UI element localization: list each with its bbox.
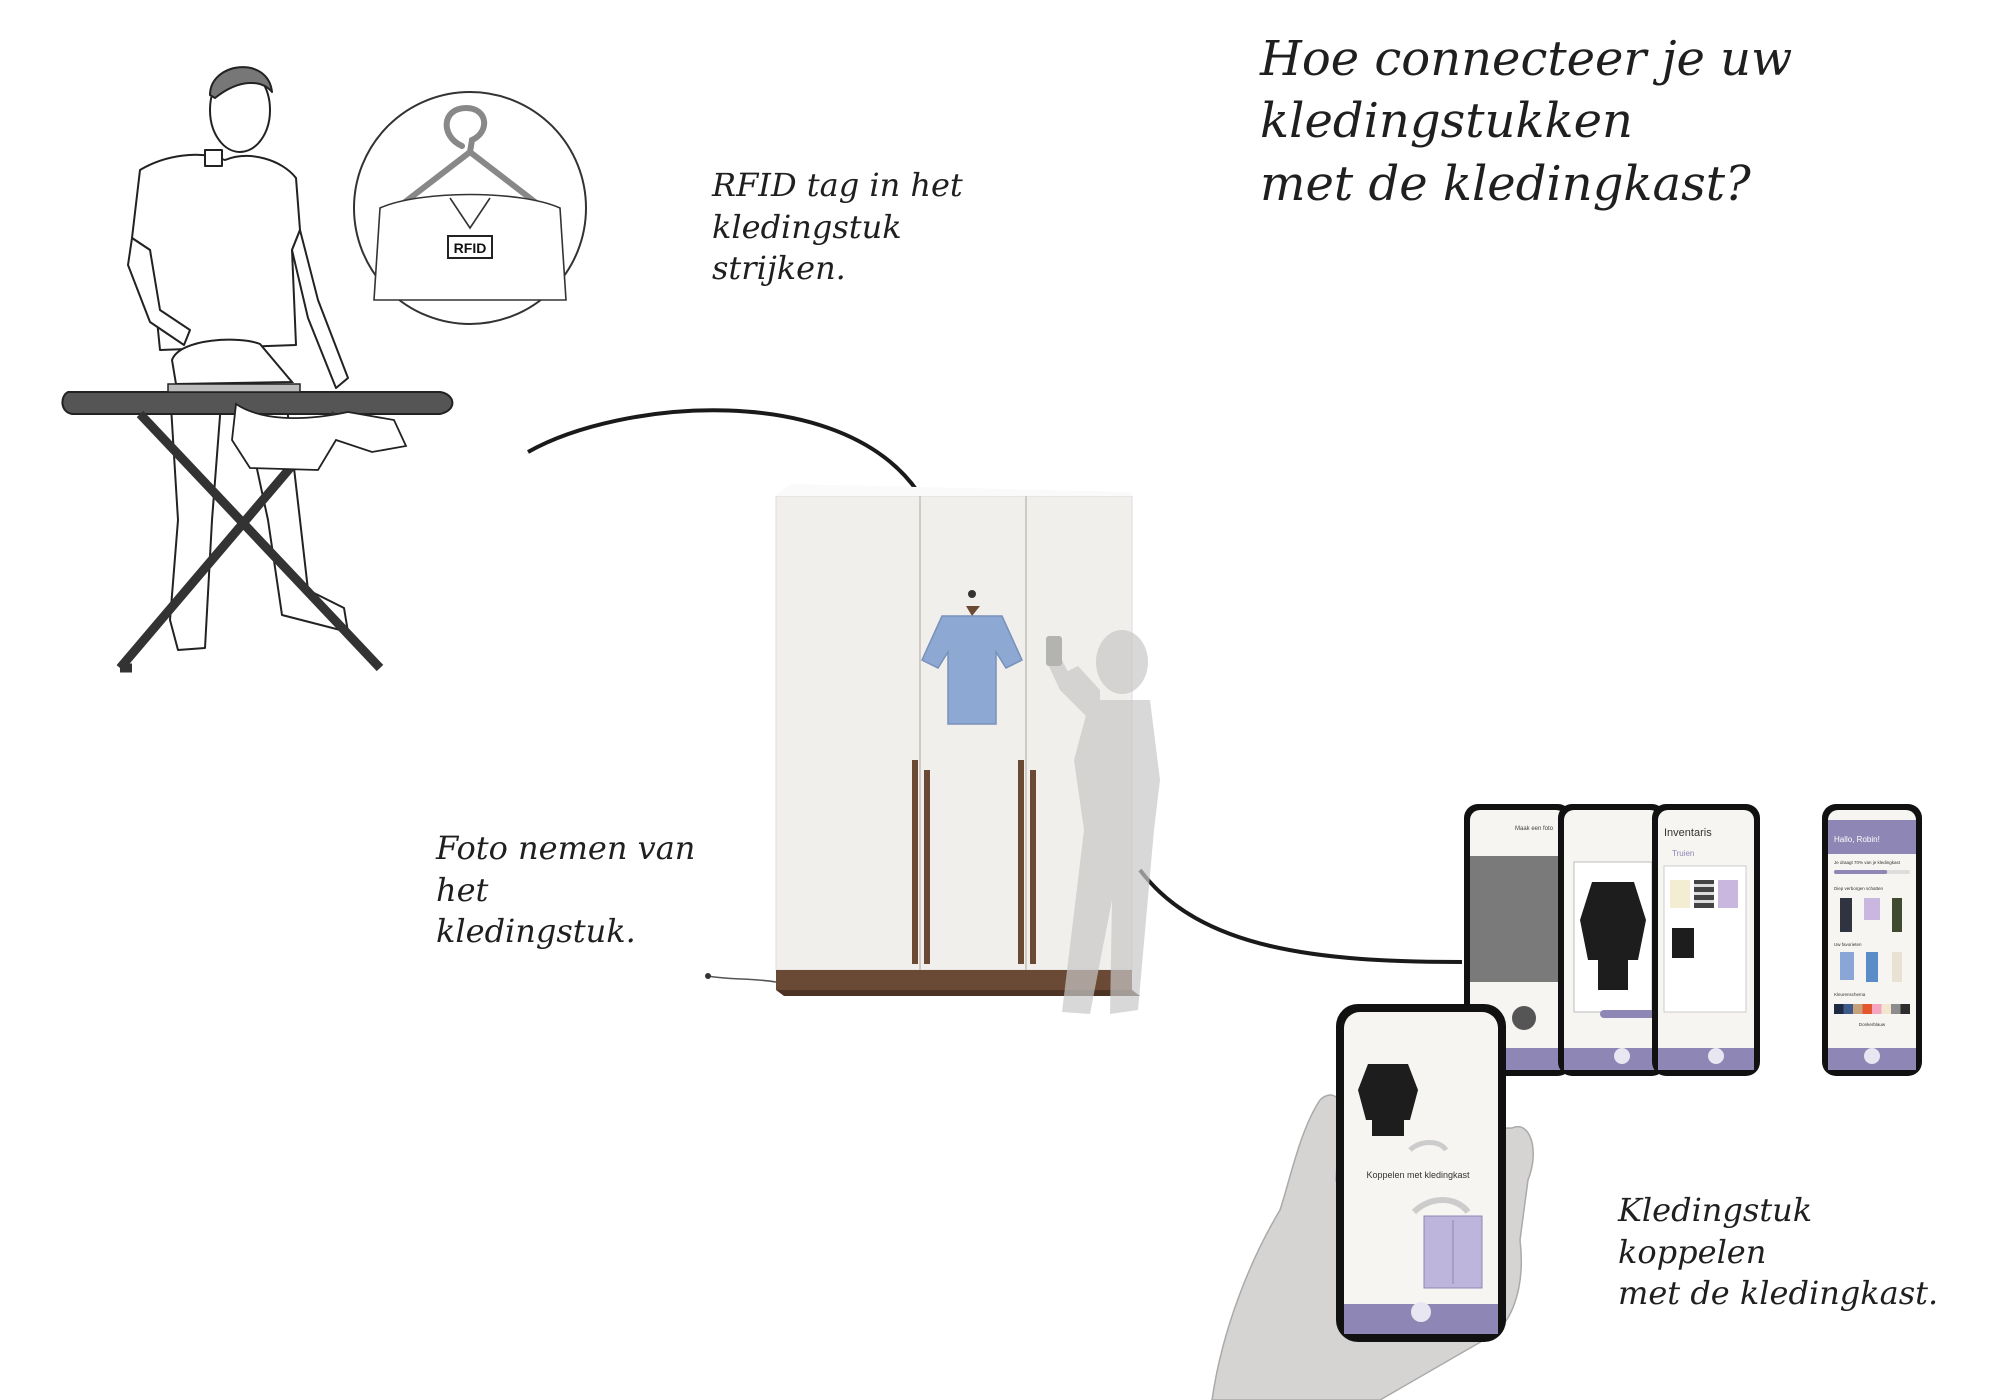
home-palette-label: Donkerblauw	[1859, 1022, 1886, 1027]
caption-photo-line-2: kledingstuk.	[436, 912, 636, 951]
caption-photo: Foto nemen van het kledingstuk.	[436, 828, 736, 953]
phone-link-screen: Koppelen met kledingkast	[1336, 1004, 1506, 1342]
caption-rfid-line-1: RFID tag in het	[712, 166, 963, 204]
home-section-palette: Kleurenschema	[1834, 992, 1866, 997]
palette-swatch	[1853, 1004, 1863, 1014]
ironing-board-illustration	[61, 338, 454, 673]
caption-photo-line-1: Foto nemen van het	[436, 829, 696, 909]
connector-wardrobe-to-phones	[1138, 868, 1463, 964]
palette-swatch	[1862, 1004, 1872, 1014]
connector-ironing-to-wardrobe	[527, 408, 920, 494]
link-screen-label: Koppelen met kledingkast	[1366, 1170, 1470, 1180]
palette-swatch	[1843, 1004, 1853, 1014]
caption-rfid-line-2: kledingstuk strijken.	[712, 207, 902, 288]
rfid-hanger-detail	[353, 91, 587, 325]
palette-swatch	[1891, 1004, 1901, 1014]
inventory-category-label: Truien	[1672, 849, 1694, 858]
caption-link: Kledingstuk koppelen met de kledingkast.	[1618, 1190, 1948, 1315]
rfid-tag-label: RFID	[454, 240, 487, 256]
phone-item-screen	[1558, 804, 1666, 1076]
person-photographing-illustration	[1046, 630, 1160, 1014]
caption-link-line-1: Kledingstuk koppelen	[1618, 1191, 1813, 1271]
home-greeting: Hallo, Robin!	[1834, 835, 1880, 844]
home-progress-fill	[1834, 870, 1888, 874]
palette-swatch	[1900, 1004, 1910, 1014]
diagram-title: Hoe connecteer je uw kledingstukken met …	[1260, 28, 1980, 215]
home-section-hidden: Diep verborgen schatten	[1834, 886, 1884, 891]
home-progress-text: Je draagt 70% van je kledingkast	[1834, 860, 1901, 865]
palette-swatch	[1881, 1004, 1891, 1014]
palette-swatches	[1834, 1004, 1910, 1014]
title-line-2: met de kledingkast?	[1260, 155, 1751, 212]
palette-swatch	[1834, 1004, 1844, 1014]
home-section-favorites: Uw favorieten	[1834, 942, 1862, 947]
inventory-screen-title: Inventaris	[1664, 827, 1712, 839]
caption-rfid: RFID tag in het kledingstuk strijken.	[712, 165, 1012, 290]
phone-home-screen: Hallo, Robin! Je draagt 70% van je kledi…	[1822, 804, 1922, 1076]
palette-swatch	[1872, 1004, 1882, 1014]
caption-link-line-2: met de kledingkast.	[1618, 1274, 1939, 1313]
phone-inventory-screen: Inventaris Truien	[1652, 804, 1760, 1076]
photo-screen-title: Maak een foto	[1515, 826, 1554, 832]
wardrobe-illustration	[705, 484, 1140, 996]
title-line-1: Hoe connecteer je uw kledingstukken	[1260, 31, 1793, 150]
